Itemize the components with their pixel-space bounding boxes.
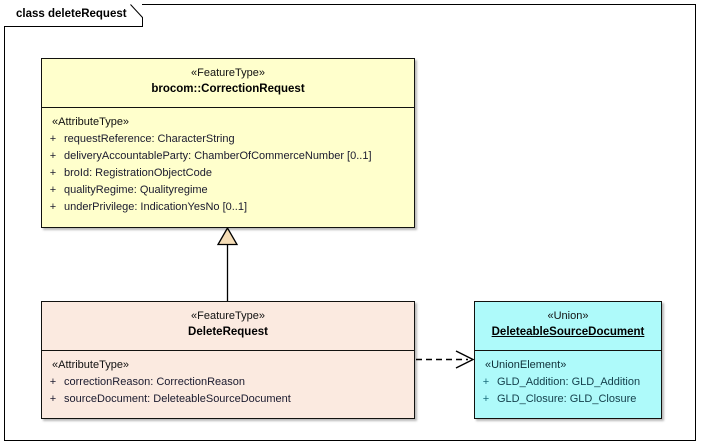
frame-tab-shape-icon xyxy=(4,4,143,27)
attribute-text: deliveryAccountableParty: ChamberOfComme… xyxy=(64,150,372,162)
attribute-row[interactable]: + sourceDocument: DeleteableSourceDocume… xyxy=(42,391,414,408)
diagram-frame-tab: class deleteRequest xyxy=(4,4,143,27)
attribute-section-stereotype: «UnionElement» xyxy=(485,359,567,371)
attribute-section-stereotype: «AttributeType» xyxy=(52,359,130,371)
class-box-delete-request[interactable]: «FeatureType» DeleteRequest «AttributeTy… xyxy=(41,301,415,419)
attribute-text: correctionReason: CorrectionReason xyxy=(64,376,245,388)
class-header-deleteable-source-document: «Union» DeleteableSourceDocument xyxy=(475,302,661,350)
class-name: DeleteRequest xyxy=(188,326,268,338)
attribute-visibility: + xyxy=(49,376,57,388)
attribute-text: sourceDocument: DeleteableSourceDocument xyxy=(64,393,291,405)
attribute-row[interactable]: + qualityRegime: Qualityregime xyxy=(42,182,414,199)
attribute-row[interactable]: + underPrivilege: IndicationYesNo [0..1] xyxy=(42,199,414,216)
class-divider xyxy=(475,350,661,351)
attribute-text: qualityRegime: Qualityregime xyxy=(64,184,208,196)
attribute-text: requestReference: CharacterString xyxy=(64,133,235,145)
class-divider xyxy=(42,107,414,108)
diagram-frame-border xyxy=(4,4,696,441)
class-name: DeleteableSourceDocument xyxy=(491,326,645,338)
class-divider xyxy=(42,350,414,351)
attribute-row[interactable]: + GLD_Closure: GLD_Closure xyxy=(475,391,661,408)
class-header-delete-request: «FeatureType» DeleteRequest xyxy=(42,302,414,350)
class-attributes-deleteable-source-document: «UnionElement» + GLD_Addition: GLD_Addit… xyxy=(475,351,661,414)
attribute-visibility: + xyxy=(482,393,490,405)
attribute-row[interactable]: + broId: RegistrationObjectCode xyxy=(42,165,414,182)
class-attributes-correction-request: «AttributeType» + requestReference: Char… xyxy=(42,108,414,222)
attribute-row[interactable]: + GLD_Addition: GLD_Addition xyxy=(475,374,661,391)
attribute-row[interactable]: + deliveryAccountableParty: ChamberOfCom… xyxy=(42,148,414,165)
class-stereotype: «FeatureType» xyxy=(191,310,265,322)
class-name: brocom::CorrectionRequest xyxy=(151,83,305,95)
class-box-deleteable-source-document[interactable]: «Union» DeleteableSourceDocument «UnionE… xyxy=(474,301,662,419)
class-attributes-delete-request: «AttributeType» + correctionReason: Corr… xyxy=(42,351,414,414)
attribute-visibility: + xyxy=(49,393,57,405)
attribute-row[interactable]: + requestReference: CharacterString xyxy=(42,131,414,148)
attribute-visibility: + xyxy=(49,184,57,196)
attribute-row[interactable]: + correctionReason: CorrectionReason xyxy=(42,374,414,391)
attribute-text: GLD_Closure: GLD_Closure xyxy=(497,393,637,405)
attribute-visibility: + xyxy=(49,201,57,213)
attribute-text: underPrivilege: IndicationYesNo [0..1] xyxy=(64,201,248,213)
class-header-correction-request: «FeatureType» brocom::CorrectionRequest xyxy=(42,59,414,107)
class-box-correction-request[interactable]: «FeatureType» brocom::CorrectionRequest … xyxy=(41,58,415,228)
attribute-section-stereotype: «AttributeType» xyxy=(52,116,130,128)
attribute-visibility: + xyxy=(482,376,490,388)
class-stereotype: «FeatureType» xyxy=(191,67,265,79)
attribute-text: GLD_Addition: GLD_Addition xyxy=(497,376,641,388)
attribute-text: broId: RegistrationObjectCode xyxy=(64,167,212,179)
attribute-visibility: + xyxy=(49,167,57,179)
attribute-visibility: + xyxy=(49,133,57,145)
diagram-frame-label: class deleteRequest xyxy=(16,8,127,20)
attribute-visibility: + xyxy=(49,150,57,162)
class-stereotype: «Union» xyxy=(547,310,589,322)
